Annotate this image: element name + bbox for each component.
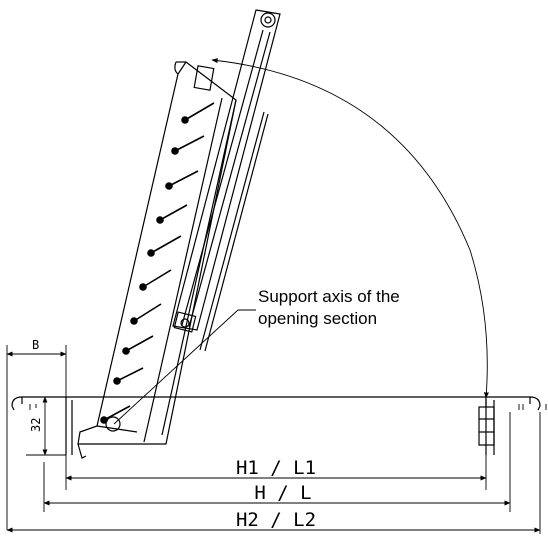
dimension-b-label: B xyxy=(32,338,39,352)
opening-leaf xyxy=(172,9,281,352)
support-axis xyxy=(105,416,121,432)
door-body xyxy=(77,61,237,459)
dimension-h-l-label: H / L xyxy=(254,482,311,504)
insulation-fibres xyxy=(100,102,215,424)
dimension-h2-l2-label: H2 / L2 xyxy=(236,509,316,531)
dimension-b: B xyxy=(6,338,67,530)
dimension-32-label: 32 xyxy=(29,418,43,432)
swing-arc xyxy=(211,58,489,399)
dimension-h1-l1-label: H1 / L1 xyxy=(236,457,316,479)
callout-leader xyxy=(113,309,256,425)
dimension-h-l: H / L xyxy=(43,412,511,512)
callout-line-2: opening section xyxy=(258,309,377,328)
dimension-h1-l1: H1 / L1 xyxy=(65,455,487,490)
dimension-h2-l2: H2 / L2 xyxy=(6,412,541,534)
frame-outline xyxy=(11,396,547,455)
callout-line-1: Support axis of the xyxy=(258,287,400,306)
latch-block xyxy=(478,399,495,446)
dimension-32: 32 xyxy=(26,396,66,456)
